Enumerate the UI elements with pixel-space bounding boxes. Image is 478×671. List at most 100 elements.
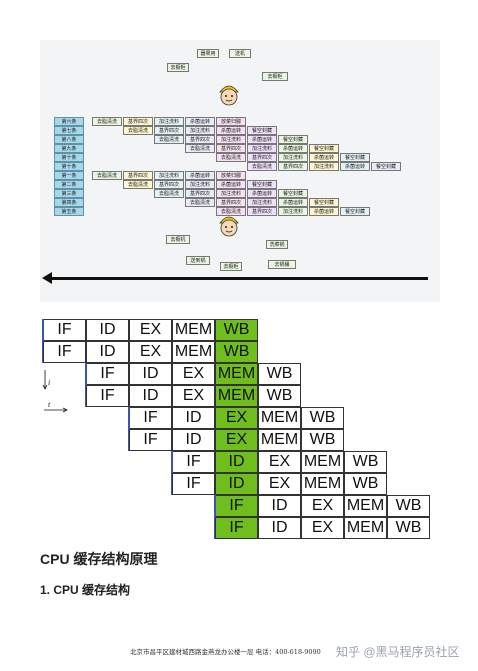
stage-step: 基界四次 bbox=[154, 126, 184, 135]
pipeline-cell-ex: EX bbox=[301, 517, 344, 539]
stage-step: 加注洗料 bbox=[247, 144, 277, 153]
stage-label: 第一条 bbox=[54, 171, 84, 180]
pipeline-cell-mem: MEM bbox=[301, 473, 344, 495]
top-node: 送机 bbox=[229, 49, 251, 58]
stage-step: 加注洗料 bbox=[278, 153, 308, 162]
stage-step: 去脂清洗 bbox=[216, 153, 246, 162]
pipeline-cell-mem: MEM bbox=[258, 407, 301, 429]
pipeline-cell-wb: WB bbox=[344, 473, 387, 495]
pipeline-cell-if: IF bbox=[215, 495, 258, 517]
stage-step: 杀菌运转 bbox=[278, 198, 308, 207]
section-heading: CPU 缓存结构原理 bbox=[40, 551, 158, 567]
pipeline-cell-if: IF bbox=[129, 407, 172, 429]
stage-step: 基界四次 bbox=[247, 153, 277, 162]
pipeline-cell-id: ID bbox=[215, 451, 258, 473]
pipeline-cell-wb: WB bbox=[258, 363, 301, 385]
pipeline-cell-id: ID bbox=[86, 319, 129, 341]
stage-step: 餐空封藏 bbox=[247, 126, 277, 135]
stage-step: 餐空封藏 bbox=[340, 207, 370, 216]
pipeline-cell-mem: MEM bbox=[344, 495, 387, 517]
pipeline-cell-id: ID bbox=[258, 495, 301, 517]
stage-step: 去脂清洗 bbox=[185, 198, 215, 207]
stage-step: 去脂清洗 bbox=[92, 117, 122, 126]
stage-step: 加注洗料 bbox=[185, 126, 215, 135]
stage-label: 第八条 bbox=[54, 135, 84, 144]
stage-step: 基界四次 bbox=[216, 198, 246, 207]
stage-step: 加注洗料 bbox=[216, 135, 246, 144]
stage-label: 第三条 bbox=[54, 189, 84, 198]
axis-label-t: t bbox=[48, 400, 51, 409]
stage-step: 去脂清洗 bbox=[154, 189, 184, 198]
axis-label-i: i bbox=[48, 378, 51, 387]
pipeline-cell-mem: MEM bbox=[258, 429, 301, 451]
pipeline-cartoon-illustration: 器果用送机去橱柜去橱柜去橱机洗菜锅送到锅去橱柜去锅桶第六条去脂清洗基界四次加注洗… bbox=[40, 40, 440, 302]
stage-step: 杀菌运转 bbox=[247, 135, 277, 144]
bottom-node: 送到锅 bbox=[186, 256, 210, 265]
stage-step: 杀菌运转 bbox=[309, 153, 339, 162]
stage-step: 餐空封藏 bbox=[278, 135, 308, 144]
stage-step: 杀菌运转 bbox=[185, 117, 215, 126]
pipeline-cell-id: ID bbox=[86, 341, 129, 363]
stage-label: 第十条 bbox=[54, 162, 84, 171]
pipeline-cell-if: IF bbox=[86, 363, 129, 385]
pipeline-cell-if: IF bbox=[43, 341, 86, 363]
pipeline-cell-ex: EX bbox=[258, 473, 301, 495]
stage-step: 基界四次 bbox=[247, 207, 277, 216]
stage-step: 去脂清洗 bbox=[185, 144, 215, 153]
axis-arrows-icon bbox=[42, 370, 68, 413]
pipeline-cell-ex: EX bbox=[258, 451, 301, 473]
pipeline-cell-ex: EX bbox=[129, 319, 172, 341]
stage-label: 第二条 bbox=[54, 180, 84, 189]
pipeline-cell-mem: MEM bbox=[215, 385, 258, 407]
bottom-node: 去橱机 bbox=[166, 235, 190, 244]
pipeline-cell-mem: MEM bbox=[172, 341, 215, 363]
worker-face-icon bbox=[219, 85, 239, 106]
top-node: 去橱柜 bbox=[167, 63, 189, 72]
stage-step: 加注洗料 bbox=[278, 207, 308, 216]
stage-step: 基界四次 bbox=[185, 189, 215, 198]
stage-step: 放菜归腺 bbox=[216, 171, 246, 180]
stage-step: 加注洗料 bbox=[154, 171, 184, 180]
pipeline-cell-mem: MEM bbox=[172, 319, 215, 341]
stage-step: 放菜归腺 bbox=[216, 117, 246, 126]
stage-step: 杀菌运转 bbox=[216, 126, 246, 135]
pipeline-cell-id: ID bbox=[172, 407, 215, 429]
stage-step: 加注洗料 bbox=[154, 117, 184, 126]
stage-step: 杀菌运转 bbox=[247, 189, 277, 198]
pipeline-cell-wb: WB bbox=[301, 429, 344, 451]
pipeline-cell-ex: EX bbox=[172, 385, 215, 407]
stage-label: 第七条 bbox=[54, 126, 84, 135]
pipeline-cell-id: ID bbox=[129, 385, 172, 407]
pipeline-cell-wb: WB bbox=[301, 407, 344, 429]
pipeline-cell-if: IF bbox=[129, 429, 172, 451]
stage-step: 餐空封藏 bbox=[309, 144, 339, 153]
pipeline-cell-if: IF bbox=[215, 517, 258, 539]
stage-step: 基界四次 bbox=[154, 180, 184, 189]
time-arrow bbox=[48, 277, 428, 280]
watermark: 知乎 @黑马程序员社区 bbox=[336, 645, 460, 659]
stage-step: 杀菌运转 bbox=[216, 180, 246, 189]
stage-step: 餐空封藏 bbox=[371, 162, 401, 171]
bottom-node: 洗菜锅 bbox=[266, 240, 288, 249]
stage-step: 加注洗料 bbox=[309, 162, 339, 171]
pipeline-cell-wb: WB bbox=[387, 517, 430, 539]
stage-step: 基界四次 bbox=[185, 135, 215, 144]
subsection-heading: 1. CPU 缓存结构 bbox=[40, 583, 131, 597]
top-node: 去橱柜 bbox=[262, 72, 288, 81]
stage-label: 第五条 bbox=[54, 207, 84, 216]
stage-step: 餐空封藏 bbox=[340, 153, 370, 162]
pipeline-cell-id: ID bbox=[172, 429, 215, 451]
stage-step: 基界四次 bbox=[123, 117, 153, 126]
stage-label: 第六条 bbox=[54, 117, 84, 126]
stage-step: 去脂清洗 bbox=[123, 126, 153, 135]
stage-step: 杀菌运转 bbox=[185, 171, 215, 180]
pipeline-cell-if: IF bbox=[172, 451, 215, 473]
stage-step: 去脂清洗 bbox=[92, 171, 122, 180]
bottom-node: 去橱柜 bbox=[220, 262, 242, 271]
stage-step: 餐空封藏 bbox=[309, 198, 339, 207]
stage-step: 杀菌运转 bbox=[340, 162, 370, 171]
bottom-node: 去锅桶 bbox=[268, 260, 296, 269]
pipeline-cell-wb: WB bbox=[215, 319, 258, 341]
stage-step: 杀菌运转 bbox=[309, 207, 339, 216]
